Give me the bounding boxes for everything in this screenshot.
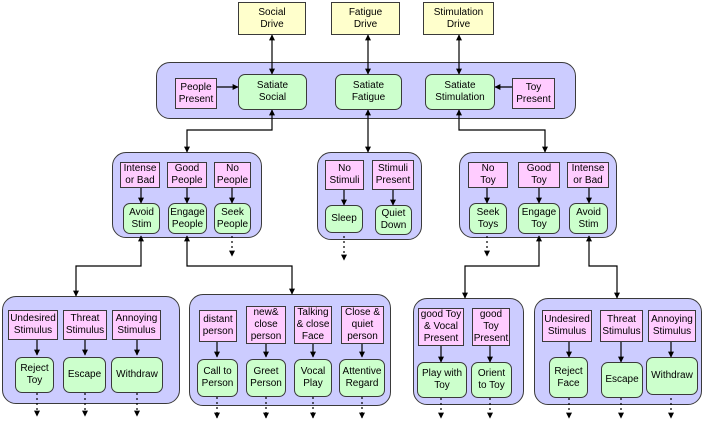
no-toy-node: No Toy [468,162,508,188]
escape-node: Escape [63,357,106,393]
threat-stimulus-node: Threat Stimulus [600,310,643,342]
people-present-node: People Present [175,78,217,109]
stimuli-present-node: Stimuli Present [372,160,414,190]
close-quiet-person-node: Close & quiet person [341,306,384,344]
sleep-node: Sleep [325,205,363,233]
greet-person-node: Greet Person [246,359,286,397]
attentive-regard-node: Attentive Regard [339,359,385,397]
play-with-toy-node: Play with Toy [417,362,467,398]
no-people-node: No People [214,162,251,188]
reject-toy-node: Reject Toy [15,357,54,393]
call-to-person-node: Call to Person [197,359,238,397]
satiate-stimulation-node: Satiate Stimulation [425,74,495,110]
fatigue-drive-node: Fatigue Drive [331,2,400,35]
undesired-stimulus-node: Undesired Stimulus [542,310,592,342]
intense-or-bad-node: Intense or Bad [567,162,609,188]
escape-node: Escape [601,362,643,398]
distant-person-node: distant person [199,310,237,342]
avoid-stim-node: Avoid Stim [569,203,608,234]
undesired-stimulus-node: Undesired Stimulus [8,310,58,340]
satiate-social-node: Satiate Social [238,74,307,110]
withdraw-node: Withdraw [646,357,698,395]
quiet-down-node: Quiet Down [375,205,412,235]
talking-close-face-node: Talking & close Face [294,306,332,344]
new-close-person-node: new& close person [246,306,286,344]
engage-people-node: Engage People [168,203,207,234]
intense-or-bad-node: Intense or Bad [120,162,160,188]
good-toy-node: Good Toy [518,162,560,188]
seek-people-node: Seek People [214,203,251,234]
engage-toy-node: Engage Toy [518,203,560,234]
good-people-node: Good People [167,162,207,188]
social-drive-node: Social Drive [238,2,306,35]
avoid-stim-node: Avoid Stim [123,203,160,234]
good-toy-vocal-present-node: good Toy & Vocal Present [418,308,464,346]
annoying-stimulus-node: Annoying Stimulus [648,310,696,342]
stimulation-drive-node: Stimulation Drive [423,2,494,35]
toy-present-node: Toy Present [512,78,555,109]
threat-stimulus-node: Threat Stimulus [63,310,107,340]
reject-face-node: Reject Face [549,357,588,398]
withdraw-node: Withdraw [111,357,163,393]
satiate-fatigue-node: Satiate Fatigue [335,74,402,110]
annoying-stimulus-node: Annoying Stimulus [112,310,161,340]
good-toy-present-node: good Toy Present [472,308,510,346]
seek-toys-node: Seek Toys [469,203,507,234]
vocal-play-node: Vocal Play [294,359,332,397]
no-stimuli-node: No Stimuli [325,160,364,190]
orient-to-toy-node: Orient to Toy [471,362,512,398]
